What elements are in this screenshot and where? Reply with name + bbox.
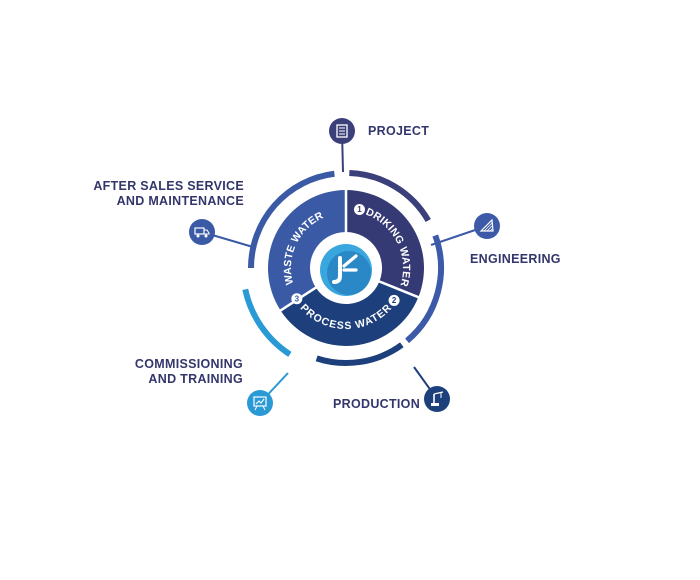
- svg-text:3: 3: [295, 294, 300, 303]
- stage-label-production: PRODUCTION: [333, 397, 421, 411]
- outer-arc-project: [349, 170, 431, 223]
- stage-label-engineering: ENGINEERING: [470, 252, 561, 266]
- inner-segment-ring: [268, 188, 424, 346]
- service-truck-icon: [189, 219, 215, 245]
- outer-arc-after-sales: [248, 170, 335, 269]
- document-icon: [329, 118, 355, 144]
- outer-arc-commissioning: [242, 288, 292, 357]
- center-logo: [313, 237, 379, 303]
- segment-number-process-water: 2: [388, 294, 400, 306]
- outer-arc-engineering: [405, 234, 444, 344]
- training-chart-icon: [247, 390, 273, 416]
- stage-label-commissioning: COMMISSIONING AND TRAINING: [134, 357, 243, 386]
- blueprint-icon: [474, 213, 500, 239]
- svg-text:2: 2: [392, 296, 397, 305]
- crane-icon: [424, 386, 450, 412]
- logo-mark-icon: [332, 256, 342, 284]
- stage-nodes: [189, 118, 500, 416]
- segment-waste-water: [268, 190, 346, 311]
- segment-process-water: [280, 281, 419, 346]
- segment-driking-water: [346, 190, 424, 298]
- segment-number-waste-water: 3: [291, 293, 303, 305]
- segment-number-driking-water: 1: [353, 204, 365, 216]
- svg-text:1: 1: [357, 205, 362, 214]
- stage-label-project: PROJECT: [368, 124, 430, 138]
- outer-arc-production: [315, 342, 404, 366]
- outer-arc-ring: [242, 170, 444, 366]
- stage-label-after-sales: AFTER SALES SERVICE AND MAINTENANCE: [93, 179, 244, 208]
